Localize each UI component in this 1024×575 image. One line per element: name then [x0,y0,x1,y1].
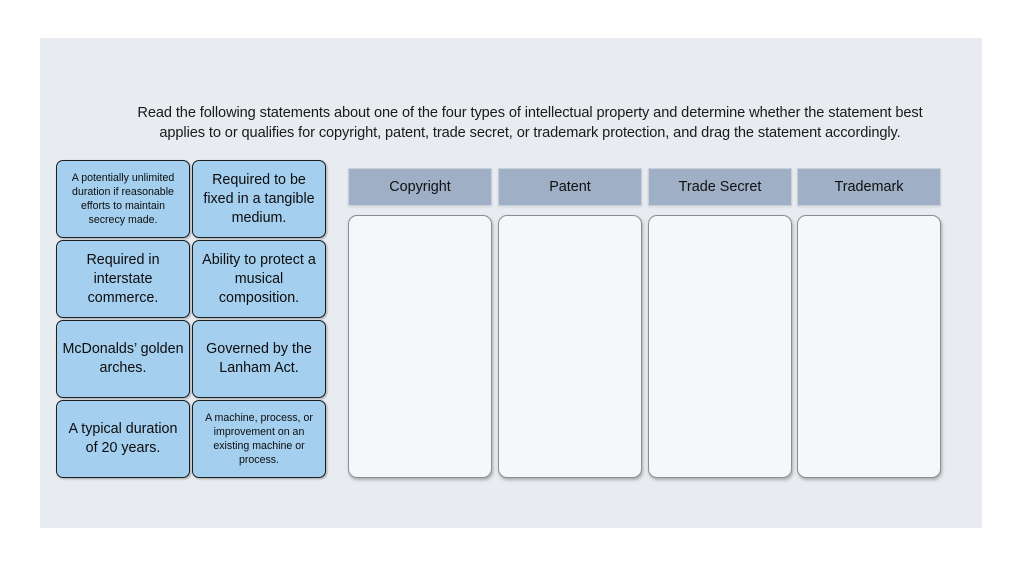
instructions-text: Read the following statements about one … [137,104,923,142]
category-header-label: Trade Secret [678,179,762,195]
category-header-label: Patent [549,179,591,195]
statement-tile-label: McDonalds’ golden arches. [62,341,184,376]
category-column-trade-secret: Trade Secret [648,168,792,478]
statement-tile[interactable]: Ability to protect a musical composition… [192,240,326,318]
drop-zone-trade-secret[interactable] [648,215,792,478]
statement-tray: A potentially unlimited duration if reas… [56,160,342,478]
statement-tile-label: A typical duration of 20 years. [68,421,178,456]
category-column-trademark: Trademark [797,168,941,478]
statement-tile[interactable]: A potentially unlimited duration if reas… [56,160,190,238]
category-column-copyright: Copyright [348,168,492,478]
category-header-trademark: Trademark [797,168,941,206]
statement-tile-label: Governed by the Lanham Act. [206,341,312,376]
statement-tile[interactable]: Required in interstate commerce. [56,240,190,318]
statement-tile-label: Ability to protect a musical composition… [202,251,316,306]
category-header-label: Copyright [389,179,451,195]
category-column-patent: Patent [498,168,642,478]
activity-panel: Read the following statements about one … [40,38,982,528]
statement-tile[interactable]: Required to be fixed in a tangible mediu… [192,160,326,238]
statement-tile[interactable]: A typical duration of 20 years. [56,400,190,478]
statement-tile-label: Required in interstate commerce. [86,251,160,306]
statement-tile-label: A potentially unlimited duration if reas… [71,172,175,226]
drop-zone-copyright[interactable] [348,215,492,478]
drop-zone-patent[interactable] [498,215,642,478]
statement-tile[interactable]: Governed by the Lanham Act. [192,320,326,398]
category-header-label: Trademark [834,179,904,195]
statement-tile[interactable]: McDonalds’ golden arches. [56,320,190,398]
category-header-trade-secret: Trade Secret [648,168,792,206]
statement-tile-label: A machine, process, or improvement on an… [205,412,313,466]
statement-tile-label: Required to be fixed in a tangible mediu… [203,171,315,226]
drop-zone-trademark[interactable] [797,215,941,478]
drop-area: Copyright Patent Trade Secret Trademark [348,168,962,478]
statement-tile[interactable]: A machine, process, or improvement on an… [192,400,326,478]
category-header-copyright: Copyright [348,168,492,206]
category-header-patent: Patent [498,168,642,206]
